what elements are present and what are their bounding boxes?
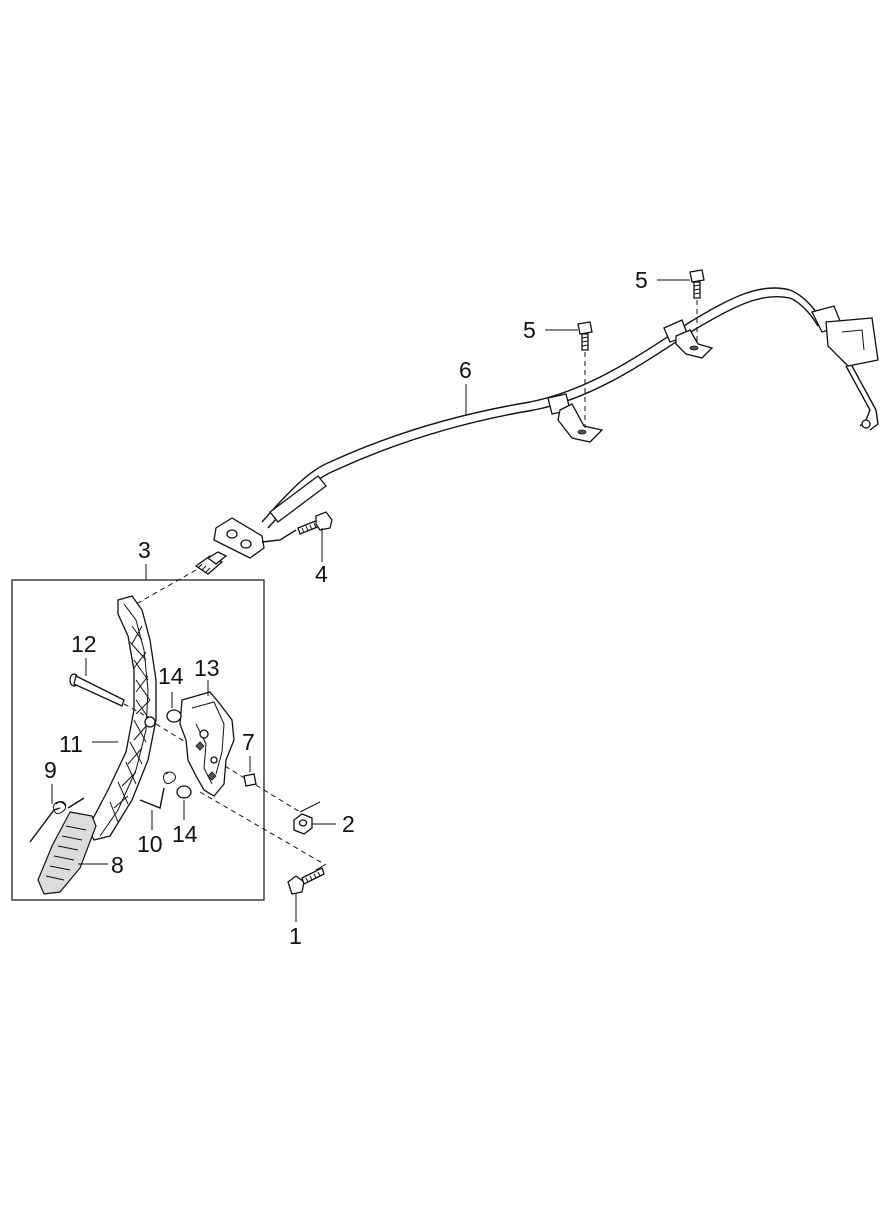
pedal-bracket	[179, 691, 325, 865]
callout-10: 10	[137, 831, 163, 857]
pedal-pad	[37, 811, 97, 895]
nut-2	[293, 801, 336, 835]
callout-14-lower: 14	[172, 821, 198, 847]
accelerator-cable	[261, 287, 879, 529]
callout-13: 13	[194, 655, 220, 681]
callout-1: 1	[289, 923, 302, 949]
callout-4: 4	[315, 561, 328, 587]
callout-9: 9	[44, 757, 57, 783]
callout-8: 8	[111, 852, 124, 878]
callout-12: 12	[71, 631, 97, 657]
bolt-5-left	[545, 321, 593, 428]
return-spring-10	[139, 771, 177, 809]
callout-5-right: 5	[635, 267, 648, 293]
cable-clip-bracket-center	[547, 393, 604, 443]
callout-2: 2	[342, 811, 355, 837]
callout-11: 11	[59, 731, 83, 757]
bolt-1	[287, 863, 327, 922]
bolt-5-right	[657, 269, 705, 344]
return-spring-9	[29, 797, 85, 843]
pedal-arm	[87, 595, 301, 841]
stopper-14-lower	[176, 785, 192, 799]
bolt-4	[297, 511, 333, 562]
pivot-pin	[69, 673, 147, 717]
stopper-14-upper	[166, 709, 182, 723]
clip-7	[243, 773, 257, 787]
callout-14-upper: 14	[158, 663, 184, 689]
callout-7: 7	[242, 729, 255, 755]
cable-clip-bracket-right	[663, 319, 714, 359]
callout-6: 6	[459, 357, 472, 383]
callout-3: 3	[138, 537, 151, 563]
pedal-assembly-box	[11, 579, 265, 901]
callout-5-left: 5	[523, 317, 536, 343]
cable-grommet-bracket	[213, 517, 297, 559]
cable-end-fitting	[135, 551, 228, 605]
